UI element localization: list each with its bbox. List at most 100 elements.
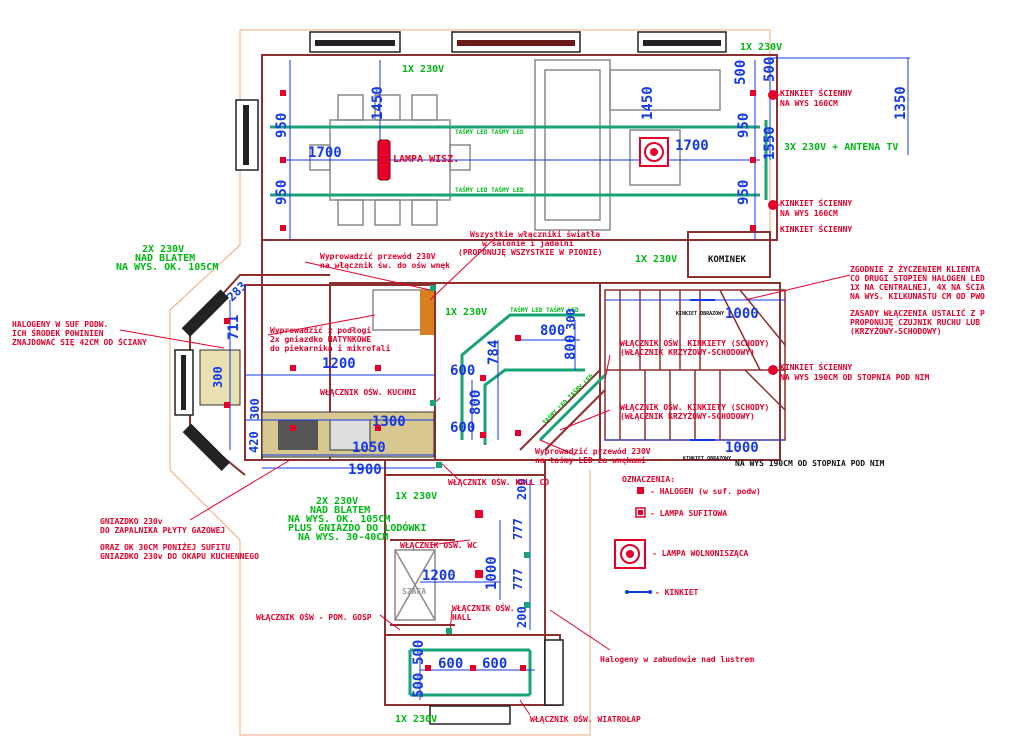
svg-text:do piekarnika i mikrofali: do piekarnika i mikrofali <box>270 343 391 353</box>
svg-text:CO DRUGI STOPIEŃ HALOGEN LED: CO DRUGI STOPIEŃ HALOGEN LED <box>850 272 985 283</box>
pendant-lamp-dining: LAMPA WISZ. <box>377 139 459 181</box>
svg-text:na włącznik św. do ośw wnęk: na włącznik św. do ośw wnęk <box>320 260 450 270</box>
svg-text:3X 230V + ANTENA TV: 3X 230V + ANTENA TV <box>784 142 898 153</box>
svg-text:300: 300 <box>564 308 578 330</box>
svg-text:1X 230V: 1X 230V <box>740 42 782 53</box>
svg-text:600: 600 <box>482 656 507 672</box>
svg-text:Wyprowadzić przewód 230V: Wyprowadzić przewód 230V <box>320 251 436 261</box>
svg-text:1700: 1700 <box>675 138 709 154</box>
svg-text:HALOGENY W SUF PODW.: HALOGENY W SUF PODW. <box>12 320 108 329</box>
svg-text:200: 200 <box>515 478 529 500</box>
svg-text:PLUS GNIAZDO DO LODÓWKI: PLUS GNIAZDO DO LODÓWKI <box>288 521 426 534</box>
svg-text:Halogeny w zabudowie nad lustr: Halogeny w zabudowie nad lustrem <box>600 654 754 664</box>
svg-text:1350: 1350 <box>893 86 909 120</box>
svg-text:NA WYS 160CM: NA WYS 160CM <box>780 99 838 108</box>
switch-markers <box>430 285 530 634</box>
svg-text:ZASADY WŁĄCZENIA USTALIĆ Z P: ZASADY WŁĄCZENIA USTALIĆ Z P <box>850 307 985 318</box>
svg-text:NA WYS. KILKUNASTU CM OD PWO: NA WYS. KILKUNASTU CM OD PWO <box>850 292 985 301</box>
kitchen-counter <box>199 290 435 458</box>
svg-text:300: 300 <box>211 366 225 388</box>
svg-text:1X 230V: 1X 230V <box>402 64 444 75</box>
svg-text:Wyprowadzić przewód 230V: Wyprowadzić przewód 230V <box>535 446 651 456</box>
svg-text:HALL: HALL <box>452 613 471 622</box>
windows <box>174 31 727 725</box>
svg-text:WŁĄCZNIK OŚW. KINKIETY (SCHODY: WŁĄCZNIK OŚW. KINKIETY (SCHODY) <box>620 401 769 412</box>
svg-text:1000: 1000 <box>725 306 759 322</box>
svg-text:1000: 1000 <box>484 556 500 590</box>
svg-text:1050: 1050 <box>352 440 386 456</box>
svg-text:Wszystkie włączniki światła: Wszystkie włączniki światła <box>470 229 600 239</box>
svg-text:ZNAJDOWAĆ SIĘ 42CM OD ŚCIANY: ZNAJDOWAĆ SIĘ 42CM OD ŚCIANY <box>12 336 147 347</box>
svg-text:(KRZYŻOWY-SCHODOWY): (KRZYŻOWY-SCHODOWY) <box>850 326 942 336</box>
svg-text:2X 230V: 2X 230V <box>142 244 184 255</box>
svg-text:950: 950 <box>274 113 290 138</box>
svg-text:NA WYS 190CM OD STOPNIA POD NI: NA WYS 190CM OD STOPNIA POD NIM <box>780 373 929 382</box>
svg-text:OZNACZENIA:: OZNACZENIA: <box>622 475 675 484</box>
svg-text:KINKIET ŚCIENNY: KINKIET ŚCIENNY <box>780 361 852 372</box>
svg-text:950: 950 <box>274 180 290 205</box>
svg-text:WŁĄCZNIK OŚW - POM. GOSP: WŁĄCZNIK OŚW - POM. GOSP <box>256 611 372 622</box>
svg-text:600: 600 <box>450 420 475 436</box>
svg-text:NA WYS. OK. 105CM: NA WYS. OK. 105CM <box>288 514 390 525</box>
svg-text:NA WYS 160CM: NA WYS 160CM <box>780 209 838 218</box>
pendant-lamp-living <box>639 137 669 167</box>
svg-text:NA WYS. 30-40CM: NA WYS. 30-40CM <box>298 532 388 543</box>
svg-text:(WŁĄCZNIK KRZYŻOWY-SCHODOWY): (WŁĄCZNIK KRZYŻOWY-SCHODOWY) <box>620 347 755 357</box>
svg-text:500: 500 <box>762 57 778 82</box>
svg-text:WŁĄCZNIK OŚW. WIATROŁAP: WŁĄCZNIK OŚW. WIATROŁAP <box>530 713 641 724</box>
svg-text:600: 600 <box>450 363 475 379</box>
svg-text:500: 500 <box>733 60 749 85</box>
svg-text:- LAMPA WOLNONISZĄCA: - LAMPA WOLNONISZĄCA <box>652 549 749 558</box>
svg-text:- LAMPA SUFITOWA: - LAMPA SUFITOWA <box>650 509 727 518</box>
svg-text:NAD BLATEM: NAD BLATEM <box>310 505 370 516</box>
fireplace: KOMINEK <box>687 231 771 278</box>
svg-text:1450: 1450 <box>370 86 386 120</box>
svg-text:950: 950 <box>736 180 752 205</box>
svg-text:WŁĄCZNIK OŚW. HALL CD: WŁĄCZNIK OŚW. HALL CD <box>448 476 549 487</box>
svg-text:NAD BLATEM: NAD BLATEM <box>135 253 195 264</box>
svg-text:1X 230V: 1X 230V <box>395 714 437 725</box>
svg-text:2x gniazdko NATYNKOWE: 2x gniazdko NATYNKOWE <box>270 334 371 344</box>
svg-text:500: 500 <box>411 673 427 698</box>
svg-text:DO ZAPALNIKA PŁYTY GAZOWEJ: DO ZAPALNIKA PŁYTY GAZOWEJ <box>100 526 225 535</box>
svg-text:1X 230V: 1X 230V <box>445 307 487 318</box>
svg-text:- HALOGEN (w suf. podw): - HALOGEN (w suf. podw) <box>650 487 761 496</box>
svg-text:800: 800 <box>563 335 579 360</box>
svg-text:777: 777 <box>511 568 525 590</box>
svg-text:420: 420 <box>247 431 261 453</box>
svg-text:PROPONUJĘ CZUJNIK RUCHU LUB: PROPONUJĘ CZUJNIK RUCHU LUB <box>850 318 980 327</box>
svg-text:950: 950 <box>736 113 752 138</box>
svg-text:(WŁĄCZNIK KRZYŻOWY-SCHODOWY): (WŁĄCZNIK KRZYŻOWY-SCHODOWY) <box>620 411 755 421</box>
dimension-labels: 1450 950 950 1700 1700 1450 500 500 950 … <box>211 57 909 698</box>
svg-text:(PROPONUJĘ WSZYSTKIE W PIONIE): (PROPONUJĘ WSZYSTKIE W PIONIE) <box>458 248 603 257</box>
svg-text:KINKIET ŚCIENNY: KINKIET ŚCIENNY <box>780 223 852 234</box>
svg-text:200: 200 <box>515 606 529 628</box>
leader-lines <box>119 94 851 716</box>
svg-text:GNIAZDKO 230v: GNIAZDKO 230v <box>100 517 163 526</box>
svg-text:1200: 1200 <box>422 568 456 584</box>
picture-light-label-1: KINKIET OBRAZOWY <box>676 311 724 317</box>
halogen-markers <box>224 90 756 671</box>
wardrobe-label: SZAFA <box>402 587 426 596</box>
svg-text:na taśmy LED za wnękami: na taśmy LED za wnękami <box>535 455 646 465</box>
led-label-hall: TAŚMY LED TAŚMY LED <box>510 307 579 314</box>
led-label-2: TAŚMY LED TAŚMY LED <box>455 187 524 194</box>
svg-text:WŁĄCZNIK OŚW.: WŁĄCZNIK OŚW. <box>452 602 515 613</box>
picture-light-label-2: KINKIET OBRAZOWY <box>683 456 731 462</box>
svg-text:800: 800 <box>468 390 484 415</box>
svg-text:NA WYS. OK. 105CM: NA WYS. OK. 105CM <box>116 262 218 273</box>
svg-text:WŁĄCZNIK OŚW. KINKIETY (SCHODY: WŁĄCZNIK OŚW. KINKIETY (SCHODY) <box>620 337 769 348</box>
svg-text:1700: 1700 <box>308 145 342 161</box>
svg-text:1X 230V: 1X 230V <box>635 254 677 265</box>
svg-text:1550: 1550 <box>762 126 778 160</box>
svg-text:GNIAZDKO 230v DO OKAPU KUCHENN: GNIAZDKO 230v DO OKAPU KUCHENNEGO <box>100 552 259 561</box>
svg-text:1X 230V: 1X 230V <box>395 491 437 502</box>
svg-text:500: 500 <box>411 640 427 665</box>
svg-text:Wyprowadzić z podłogi: Wyprowadzić z podłogi <box>270 325 371 335</box>
svg-text:ZGODNIE Z ŻYCZENIEM KLIENTA: ZGODNIE Z ŻYCZENIEM KLIENTA <box>850 264 980 274</box>
svg-text:300: 300 <box>248 398 262 420</box>
svg-text:KINKIET ŚCIENNY: KINKIET ŚCIENNY <box>780 197 852 208</box>
svg-text:1450: 1450 <box>640 86 656 120</box>
svg-text:ORAZ OK 30CM PONIŻEJ SUFITU: ORAZ OK 30CM PONIŻEJ SUFITU <box>100 542 230 552</box>
